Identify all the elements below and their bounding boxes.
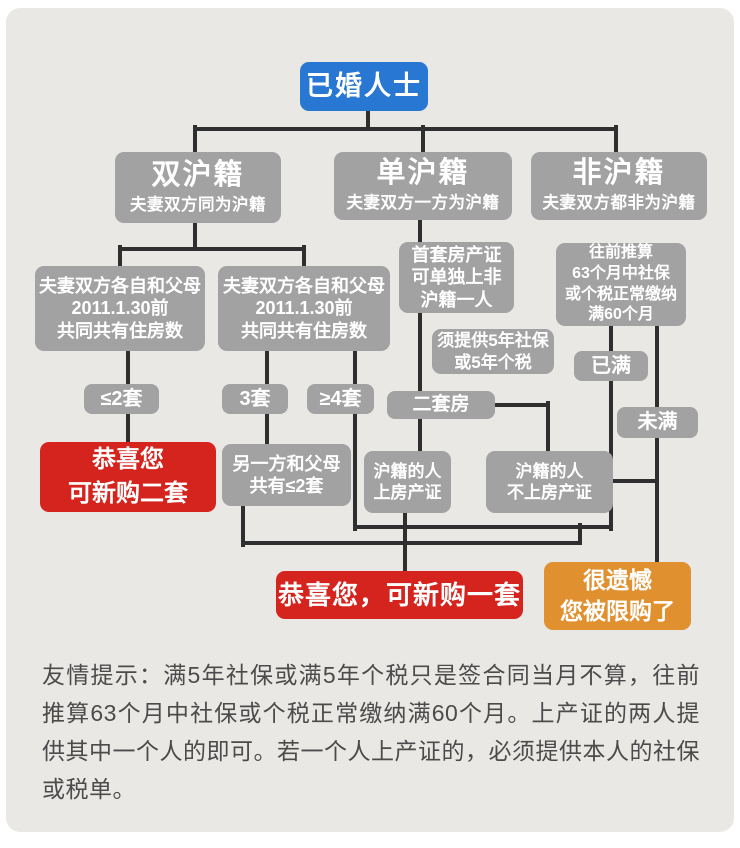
node-congrats-buy-one: 恭喜您，可新购一套 [276, 571, 523, 619]
node-on-cert: 沪籍的人 上房产证 [364, 451, 451, 513]
dual-hukou-title: 双沪籍 [151, 158, 245, 191]
node-first-cert: 首套房产证 可单独上非 沪籍一人 [399, 242, 514, 313]
node-need-5yr-social: 须提供5年社保 或5年个税 [432, 329, 554, 374]
non-hukou-subtitle: 夫妻双方都非为沪籍 [542, 194, 696, 213]
single-hukou-subtitle: 夫妻双方一方为沪籍 [346, 194, 500, 213]
node-couple-parents-right: 夫妻双方各自和父母 2011.1.30前 共同共有住房数 [218, 266, 390, 351]
node-congrats-buy-two: 恭喜您 可新购二套 [40, 442, 216, 512]
node-le2-units: ≤2套 [84, 384, 159, 414]
node-met: 已满 [574, 351, 648, 381]
footer-note: 友情提示：满5年社保或满5年个税只是签合同当月不算，往前推算63个月中社保或个税… [42, 662, 700, 802]
node-other-side-le2: 另一方和父母 共有≤2套 [222, 444, 351, 506]
dual-hukou-subtitle: 夫妻双方同为沪籍 [130, 195, 266, 214]
node-3-units: 3套 [222, 384, 288, 414]
node-second-home: 二套房 [387, 391, 495, 419]
node-not-met: 未满 [617, 407, 698, 438]
node-married-person: 已婚人士 [300, 62, 428, 111]
single-hukou-title: 单沪籍 [376, 157, 470, 190]
node-dual-hukou: 双沪籍 夫妻双方同为沪籍 [115, 152, 281, 223]
node-not-on-cert: 沪籍的人 不上房产证 [486, 451, 613, 513]
node-single-hukou: 单沪籍 夫妻双方一方为沪籍 [334, 152, 512, 220]
node-ge4-units: ≥4套 [307, 384, 374, 414]
node-restricted: 很遗憾 您被限购了 [544, 562, 691, 630]
node-couple-parents-left: 夫妻双方各自和父母 2011.1.30前 共同共有住房数 [35, 266, 205, 351]
node-non-hukou: 非沪籍 夫妻双方都非为沪籍 [531, 152, 707, 220]
node-calc-back-63-months: 往前推算 63个月中社保 或个税正常缴纳 满60个月 [556, 243, 686, 326]
node-married-person-label: 已婚人士 [306, 70, 422, 101]
non-hukou-title: 非沪籍 [572, 157, 666, 190]
